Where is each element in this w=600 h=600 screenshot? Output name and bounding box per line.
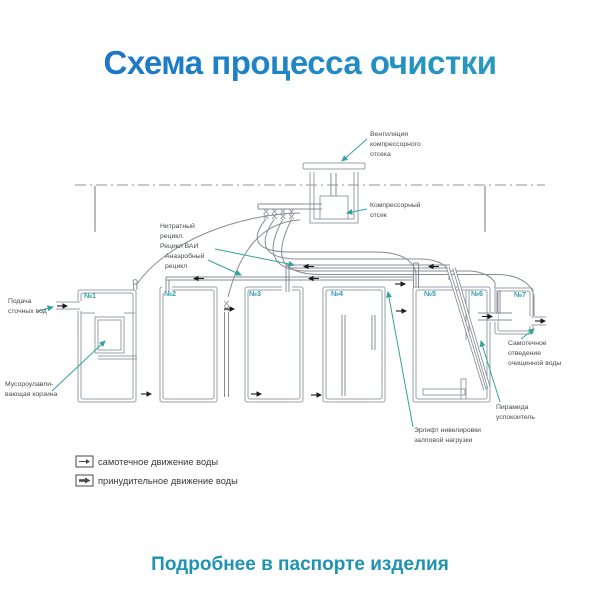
annotation-trash-basket: Мусороулавли- вающая корзина bbox=[5, 340, 106, 398]
svg-text:Вентиляция: Вентиляция bbox=[370, 131, 408, 138]
tank-4 bbox=[322, 286, 386, 403]
svg-text:компрессорного: компрессорного bbox=[370, 141, 421, 148]
air-vent-icon bbox=[132, 279, 138, 290]
annotation-airlift: Эрлифт нивелировки залповой нагрузки bbox=[386, 291, 481, 444]
tank-label-6: №6 bbox=[471, 289, 483, 298]
svg-text:отсек: отсек bbox=[370, 212, 387, 219]
tank-label-3: №3 bbox=[249, 289, 261, 298]
annotation-ventilation: Вентиляция компрессорного отсека bbox=[341, 131, 421, 162]
tank-7 bbox=[494, 287, 534, 335]
tank-5-6 bbox=[412, 286, 491, 403]
ventilation-lid bbox=[302, 162, 366, 170]
outlet-stub bbox=[529, 316, 546, 326]
svg-text:вающая корзина: вающая корзина bbox=[5, 391, 58, 398]
svg-text:принудительное движение воды: принудительное движение воды bbox=[98, 476, 238, 486]
inlet-stub bbox=[56, 301, 83, 311]
svg-text:Нитратный: Нитратный bbox=[160, 222, 195, 230]
tank-label-2: №2 bbox=[164, 289, 176, 298]
annotation-nitrate-recycle: Нитратный рецикл. Рецикл ВАИ bbox=[160, 222, 295, 267]
annotation-anaerobic-recycle: Анаэробный рецикл bbox=[165, 252, 242, 276]
svg-text:Пирамида: Пирамида bbox=[496, 404, 529, 411]
pyramid-stabilizer bbox=[422, 267, 491, 400]
gravity-flow-arrow-icon bbox=[79, 459, 90, 464]
tank-label-4: №4 bbox=[331, 289, 343, 298]
svg-text:рецикл: рецикл bbox=[165, 263, 187, 270]
annotations: Вентиляция компрессорного отсека Компрес… bbox=[5, 131, 561, 444]
tank-label-7: №7 bbox=[514, 290, 526, 299]
trash-basket bbox=[81, 312, 137, 360]
footer-note: Подробнее в паспорте изделия bbox=[151, 554, 449, 575]
svg-text:отведение: отведение bbox=[508, 350, 541, 357]
svg-text:очищенной воды: очищенной воды bbox=[508, 359, 561, 367]
page-title: Схема процесса очистки bbox=[0, 44, 600, 82]
annotation-compressor: Компрессорный отсек bbox=[346, 201, 421, 219]
recycle-pipes bbox=[165, 262, 450, 397]
svg-text:Эрлифт нивелировки: Эрлифт нивелировки bbox=[414, 427, 481, 434]
svg-text:Компрессорный: Компрессорный bbox=[370, 201, 421, 209]
legend: самотечное движение воды принудительное … bbox=[75, 455, 238, 487]
svg-text:сточных вод: сточных вод bbox=[8, 308, 47, 315]
svg-text:рецикл.: рецикл. bbox=[160, 233, 184, 240]
tank7-airlift bbox=[478, 290, 512, 322]
svg-text:Анаэробный: Анаэробный bbox=[165, 252, 205, 260]
svg-text:успокоитель: успокоитель bbox=[496, 414, 535, 421]
svg-text:залповой нагрузки: залповой нагрузки bbox=[414, 436, 473, 444]
annotation-inflow: Подача сточных вод bbox=[8, 298, 54, 315]
legend-item-gravity: самотечное движение воды bbox=[75, 455, 218, 468]
annotation-pyramid: Пирамида успокоитель bbox=[479, 340, 535, 421]
svg-text:Самотечное: Самотечное bbox=[508, 340, 547, 347]
legend-item-forced: принудительное движение воды bbox=[75, 474, 238, 487]
tank-2 bbox=[159, 286, 218, 403]
tank-labels: №1 №2 №3 №4 №5 №6 №7 bbox=[84, 289, 526, 300]
svg-text:самотечное движение воды: самотечное движение воды bbox=[98, 457, 218, 467]
pipe-wall-gaps bbox=[162, 268, 292, 293]
compressor-unit bbox=[257, 162, 366, 224]
tank-3 bbox=[244, 286, 304, 403]
tank-1 bbox=[77, 289, 137, 403]
tank-label-1: №1 bbox=[84, 291, 96, 300]
tank4-riser-pipes bbox=[341, 315, 376, 396]
forced-flow-arrow-icon bbox=[79, 477, 91, 484]
annotation-outflow: Самотечное отведение очищенной воды bbox=[508, 328, 561, 367]
svg-text:Рецикл ВАИ: Рецикл ВАИ bbox=[160, 243, 198, 250]
svg-text:отсека: отсека bbox=[370, 151, 391, 158]
tank-label-5: №5 bbox=[424, 289, 436, 298]
svg-text:Мусороулавли-: Мусороулавли- bbox=[5, 381, 53, 388]
compressor-box bbox=[319, 195, 349, 220]
svg-text:Подача: Подача bbox=[8, 298, 32, 305]
